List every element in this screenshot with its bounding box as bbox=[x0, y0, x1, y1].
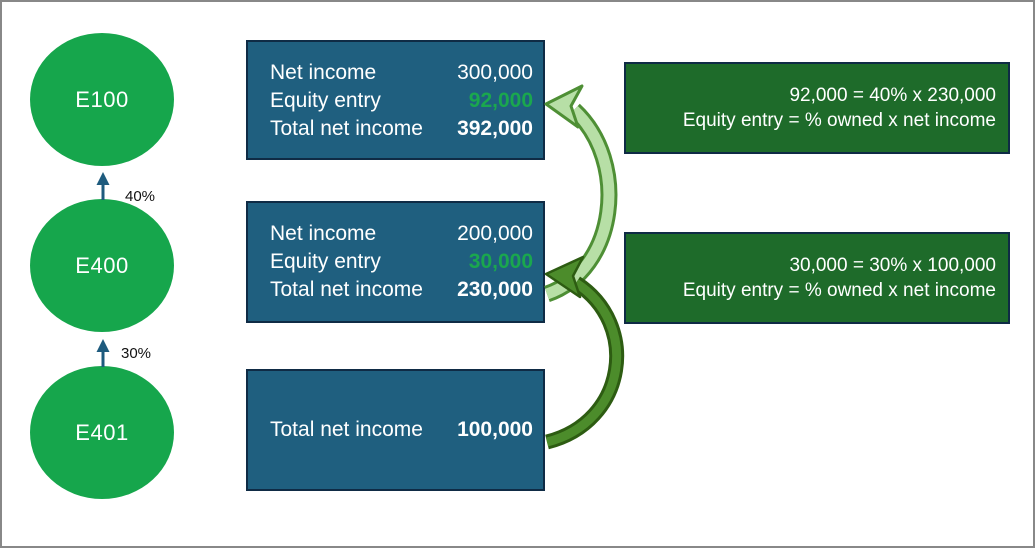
entity-circle-e100: E100 bbox=[30, 33, 174, 166]
equity-entry-label: Equity entry bbox=[270, 89, 381, 112]
total-net-income-row: Total net income 100,000 bbox=[270, 416, 533, 444]
explanation-line: Equity entry = % owned x net income bbox=[682, 280, 996, 301]
total-net-income-label: Total net income bbox=[270, 418, 423, 441]
net-income-row: Net income 300,000 bbox=[270, 59, 533, 87]
entity-label-e100: E100 bbox=[75, 86, 129, 112]
equity-flow-arrow-dark-icon bbox=[544, 255, 625, 450]
entity-circle-e400: E400 bbox=[30, 199, 174, 332]
ownership-percent-label-30: 30% bbox=[121, 345, 152, 362]
equity-entry-row: Equity entry 30,000 bbox=[270, 248, 533, 276]
equity-flow-arrow-light-icon bbox=[543, 84, 618, 303]
total-net-income-value: 230,000 bbox=[457, 278, 533, 301]
entity-circle-e401: E401 bbox=[30, 366, 174, 499]
total-net-income-label: Total net income bbox=[270, 117, 423, 140]
total-net-income-row: Total net income 230,000 bbox=[270, 276, 533, 304]
net-income-label: Net income bbox=[270, 61, 377, 84]
annotation-box-equity-92000: 92,000 = 40% x 230,000 Equity entry = % … bbox=[624, 62, 1010, 154]
total-net-income-label: Total net income bbox=[270, 278, 423, 301]
total-net-income-row: Total net income 392,000 bbox=[270, 115, 533, 143]
equity-entry-value: 92,000 bbox=[468, 89, 533, 112]
formula-line: 30,000 = 30% x 100,000 bbox=[789, 255, 996, 276]
equity-entry-row: Equity entry 92,000 bbox=[270, 87, 533, 115]
entity-label-e400: E400 bbox=[75, 252, 129, 278]
ownership-arrow-e400-e100-icon bbox=[96, 172, 110, 200]
ownership-percent-label-40: 40% bbox=[125, 188, 156, 205]
equity-entry-label: Equity entry bbox=[270, 250, 381, 273]
entity-label-e401: E401 bbox=[75, 419, 129, 445]
income-box-e401: Total net income 100,000 bbox=[246, 369, 545, 491]
income-box-e100: Net income 300,000 Equity entry 92,000 T… bbox=[246, 40, 545, 160]
ownership-arrow-e401-e400-icon bbox=[96, 339, 110, 367]
annotation-box-equity-30000: 30,000 = 30% x 100,000 Equity entry = % … bbox=[624, 232, 1010, 324]
net-income-value: 200,000 bbox=[457, 222, 533, 245]
total-net-income-value: 100,000 bbox=[457, 418, 533, 441]
net-income-label: Net income bbox=[270, 222, 377, 245]
income-box-e400: Net income 200,000 Equity entry 30,000 T… bbox=[246, 201, 545, 323]
total-net-income-value: 392,000 bbox=[457, 117, 533, 140]
formula-line: 92,000 = 40% x 230,000 bbox=[789, 85, 996, 106]
equity-entry-value: 30,000 bbox=[468, 250, 533, 273]
net-income-row: Net income 200,000 bbox=[270, 220, 533, 248]
explanation-line: Equity entry = % owned x net income bbox=[682, 110, 996, 131]
net-income-value: 300,000 bbox=[457, 61, 533, 84]
